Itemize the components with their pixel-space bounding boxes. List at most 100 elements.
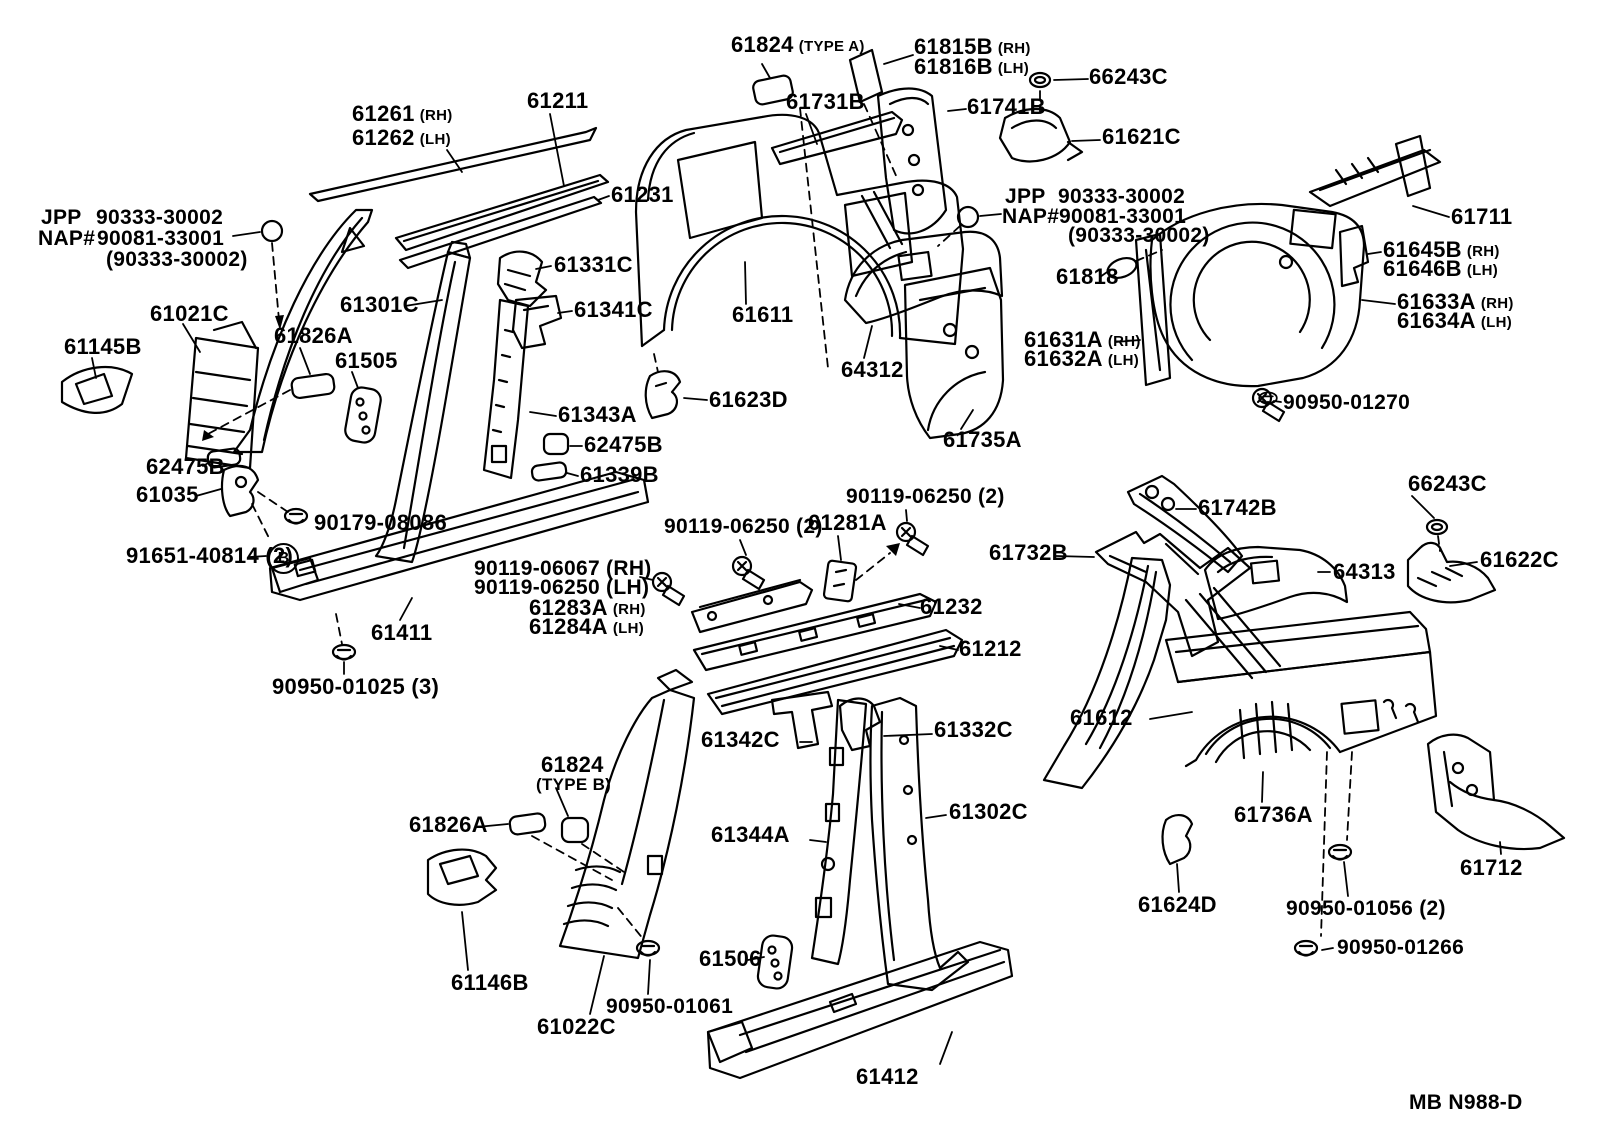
label-61302C: 61302C [949,799,1028,824]
label-90333-30002-right: 90333-30002 [1058,185,1186,208]
part-61622C-bracket [1406,541,1497,604]
part-64313-reinforcement [1203,545,1349,621]
part-61645B-bracket [1338,224,1370,288]
label-61344A: 61344A [711,822,790,847]
part-61146B-gusset [426,848,498,906]
label-61231: 61231 [611,182,674,207]
label-61035: 61035 [136,482,199,507]
label-61622C: 61622C [1480,547,1559,572]
label-90179-08086: 90179-08086 [314,510,447,535]
part-61736A-wheelhouse-inner [1214,700,1312,764]
label-61732B: 61732B [989,540,1068,565]
label-62475B-left: 62475B [146,454,225,479]
label-61412: 61412 [856,1064,919,1089]
label-61232: 61232 [920,594,983,619]
part-61301C-center-pillar-outer [374,240,472,564]
label-90950-01266: 90950-01266 [1337,936,1465,959]
label-64313: 64313 [1333,559,1396,584]
label-61815B: 61815B(RH) [914,34,1031,59]
label-90333-30002-left: 90333-30002 [96,206,224,229]
part-61741B-pillar [876,87,948,235]
part-61731B-roof-rail [770,110,904,166]
label-61742B: 61742B [1198,495,1277,520]
label-61735A: 61735A [943,427,1022,452]
label-61741B: 61741B [967,94,1046,119]
part-61824B-clip [560,816,590,844]
part-61506-plate [756,934,794,990]
part-61035-bracket [220,464,260,518]
label-61818: 61818 [1056,264,1119,289]
label-61816B: 61816B(LH) [914,54,1030,79]
part-retainer-clip-circle [260,219,284,243]
part-61621C-bracket [998,107,1084,163]
part-61212-rail [706,628,964,716]
fastener-ref-circle-b: B [268,543,299,574]
label-jpp-right: JPP [1005,185,1046,208]
part-61612-quarter-panel-sedan [1042,556,1438,790]
label-61301C: 61301C [340,292,419,317]
label-61824-type-b: 61824 [541,752,604,777]
label-90119-06250-a: 90119-06250 (2) [664,515,823,538]
label-61341C: 61341C [574,297,653,322]
label-61332C: 61332C [934,717,1013,742]
label-61624D: 61624D [1138,892,1217,917]
part-61631A-flange [1134,232,1172,387]
label-61634A: 61634A(LH) [1397,308,1513,333]
label-61261: 61261(RH) [352,101,453,126]
part-61623D-bracket [644,370,682,420]
label-61712: 61712 [1460,855,1523,880]
part-61231-roof-rail [398,195,603,270]
label-61633A: 61633A(RH) [1397,289,1514,314]
part-61711-roof-side-inner [1308,134,1442,208]
label-61021C: 61021C [150,301,229,326]
part-61211-roof-rail [394,173,610,252]
label-jpp-left: JPP [41,206,82,229]
label-90081-33001-left: 90081-33001 [97,227,225,250]
part-61411-rocker [268,470,650,602]
label-61262: 61262(LH) [352,125,451,150]
part-62475B-clip-right [542,432,570,456]
label-90081-33001-right: 90081-33001 [1059,205,1187,228]
label-61646B: 61646B(LH) [1383,256,1499,281]
label-61283A: 61283A(RH) [529,595,646,620]
label-90950-01270: 90950-01270 [1283,391,1411,414]
label-90950-01056: 90950-01056 (2) [1286,897,1446,920]
part-61732B-pillar-upper [1094,530,1252,658]
arrowheads [202,315,900,556]
label-64312: 64312 [841,357,904,382]
part-61742B-strip [1126,474,1244,574]
label-61621C: 61621C [1102,124,1181,149]
label-61731B: 61731B [786,89,865,114]
label-61611: 61611 [732,302,794,327]
label-61343A: 61343A [558,402,637,427]
part-61633A-wheelhouse-outer [1149,202,1366,388]
part-61145B-gusset [60,366,134,414]
part-61344A-center-pillar-inner [810,698,868,966]
part-61342C-bracket [770,690,834,750]
label-61736A: 61736A [1234,802,1313,827]
part-61712-quarter-inner-rear [1426,733,1566,851]
part-61343A-pillar-inner [482,298,530,480]
part-62475B-clip-left [206,447,242,469]
label-90119-06250-b: 90119-06250 (2) [846,485,1005,508]
part-61283A-bracket-rail [690,578,814,634]
label-nap-left: NAP# [38,227,96,250]
part-61818-pad [1106,257,1138,279]
part-61412-rocker [706,940,1014,1080]
label-61612: 61612 [1070,705,1133,730]
part-64312-reinforcement [843,230,1004,325]
part-61624D-bracket [1161,814,1194,866]
part-61339B-clip [530,461,568,482]
label-61824-type-b-suffix: (TYPE B) [536,775,612,794]
drawing-code-label: MB N988-D [1409,1091,1523,1114]
label-61331C: 61331C [554,252,633,277]
label-90950-01025: 90950-01025 (3) [272,674,440,699]
label-90950-01061: 90950-01061 [606,995,734,1018]
label-61145B: 61145B [64,334,142,359]
label-90119-06250-lh: 90119-06250 (LH) [474,576,650,599]
label-61645B: 61645B(RH) [1383,237,1500,262]
part-61021C-pillar-inner [184,320,260,470]
label-61342C: 61342C [701,727,780,752]
